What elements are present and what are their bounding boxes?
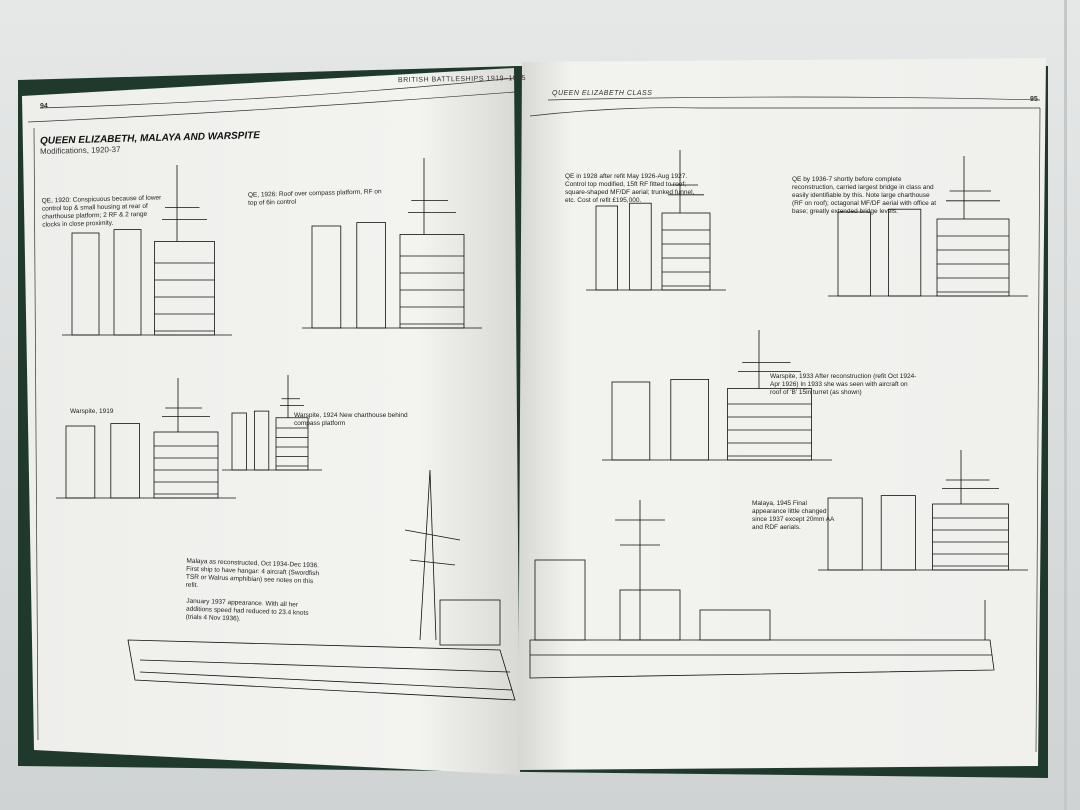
header-rule-left	[39, 77, 516, 109]
qe-1928-mast	[668, 150, 704, 213]
malaya-1945-bridge	[932, 503, 1009, 571]
caption-qe-1920: QE, 1920: Conspicuous because of lower c…	[41, 194, 162, 229]
qe-1928-bridge	[661, 212, 711, 291]
malaya-1936-hull-right	[529, 639, 995, 679]
caption-malaya-1937: January 1937 appearance. With all her ad…	[185, 597, 309, 623]
left-page	[22, 68, 520, 775]
qe-1926-funnel	[311, 225, 342, 329]
malaya-1936-hull-line	[139, 659, 513, 691]
qe-1936-funnel	[837, 211, 871, 297]
qe-1936-funnel	[888, 208, 922, 297]
malaya-1936-hangar	[534, 559, 586, 641]
running-head-right: QUEEN ELIZABETH CLASS	[552, 90, 653, 97]
malaya-1945-funnel	[880, 495, 916, 571]
qe-1926-bridge	[399, 234, 465, 329]
caption-warspite-1919: Warspite, 1919	[70, 408, 114, 415]
warspite-1924-funnel	[231, 412, 247, 471]
qe-1926-mast	[408, 158, 456, 235]
warspite-1924-mast	[280, 375, 304, 418]
caption-qe-1928: QE in 1928 after refit May 1926-Aug 1927…	[565, 173, 695, 204]
malaya-1936-turret	[699, 609, 771, 641]
malaya-1945-mast	[942, 450, 999, 504]
caption-qe-1936: QE by 1936-7 shortly before complete rec…	[792, 176, 937, 215]
right-page	[518, 58, 1046, 770]
malaya-1936-tower-base	[619, 589, 681, 641]
page-number-left: 94	[40, 103, 48, 110]
caption-warspite-1924: Warspite, 1924 New charthouse behind com…	[294, 412, 408, 427]
qe-1920-bridge	[154, 241, 215, 336]
qe-1928-funnel	[629, 202, 652, 291]
warspite-1933-funnel	[611, 381, 651, 461]
caption-malaya-1936: Malaya as reconstructed, Oct 1934-Dec 19…	[185, 557, 320, 590]
warspite-1933-bridge	[727, 388, 812, 461]
page-number-right: 95	[1030, 96, 1038, 103]
malaya-1936-hull	[127, 639, 516, 701]
warspite-1933-mast	[738, 330, 801, 389]
caption-malaya-1945: Malaya, 1945 Final appearance little cha…	[752, 500, 835, 531]
warspite-1919-funnel	[110, 423, 141, 499]
warspite-1933-funnel	[670, 378, 709, 461]
warspite-1919-mast	[162, 378, 210, 432]
qe-1928-funnel	[595, 205, 619, 291]
malaya-1936-bridge	[439, 599, 501, 646]
qe-1936-mast	[946, 156, 1000, 219]
caption-warspite-1933: Warspite, 1933 After reconstruction (ref…	[770, 373, 917, 396]
qe-1926-funnel	[356, 222, 386, 329]
qe-1920-funnel	[113, 229, 142, 336]
warspite-1919-bridge	[153, 431, 219, 499]
qe-1920-mast	[162, 165, 207, 242]
warspite-1924-funnel	[253, 410, 270, 471]
malaya-1936-tower	[615, 500, 665, 640]
qe-1920-funnel	[71, 232, 100, 336]
warspite-1919-funnel	[65, 425, 96, 499]
header-rule-right	[547, 96, 1041, 101]
qe-1936-bridge	[936, 218, 1010, 297]
malaya-1936-mast	[404, 469, 461, 641]
